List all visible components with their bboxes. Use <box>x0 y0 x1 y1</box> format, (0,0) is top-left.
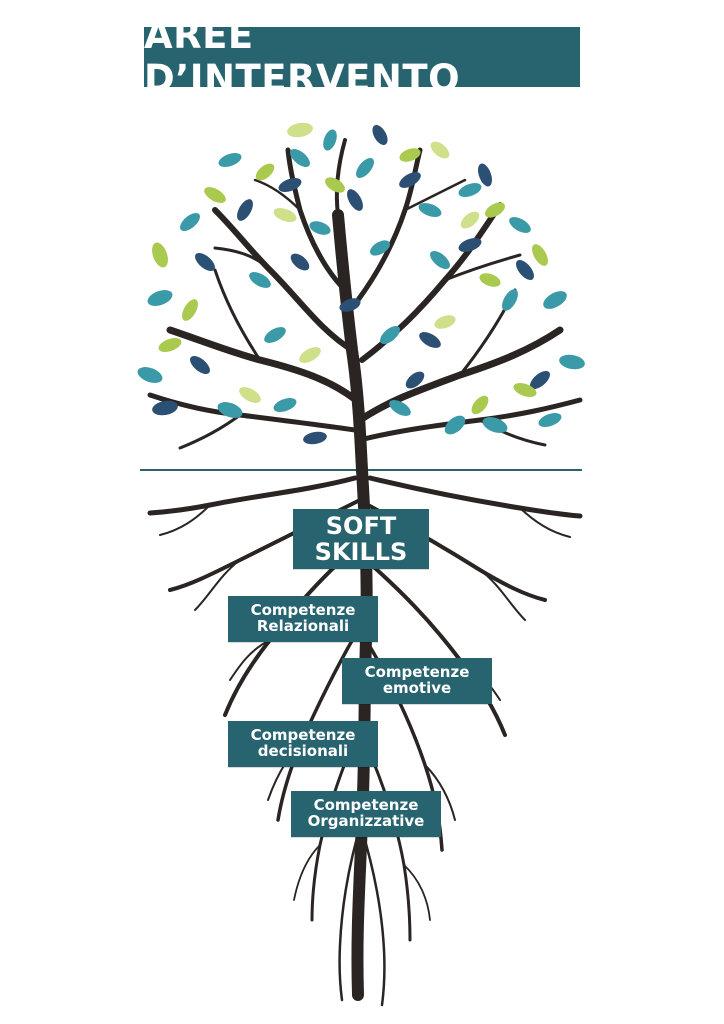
soft-skills-label: SOFT SKILLS <box>293 509 429 569</box>
area-label-line1: Competenze <box>313 796 419 815</box>
soft-skills-line1: SOFT <box>325 511 397 540</box>
area-label-line2: Organizzative <box>307 812 425 830</box>
area-label-line2: Relazionali <box>256 617 350 635</box>
tree-branches <box>147 138 583 476</box>
area-label-line1: Competenze <box>250 601 356 620</box>
area-label-relazionali: Competenze Relazionali <box>228 596 378 642</box>
area-label-line2: emotive <box>382 679 452 697</box>
area-label-decisionali: Competenze decisionali <box>228 721 378 767</box>
soft-skills-line2: SKILLS <box>314 538 408 566</box>
area-label-line1: Competenze <box>250 726 356 745</box>
area-label-emotive: Competenze emotive <box>342 658 492 704</box>
area-label-organizzative: Competenze Organizzative <box>291 791 441 837</box>
leaf-cluster <box>137 122 585 445</box>
area-label-line2: decisionali <box>257 742 349 760</box>
area-label-line1: Competenze <box>364 663 470 682</box>
